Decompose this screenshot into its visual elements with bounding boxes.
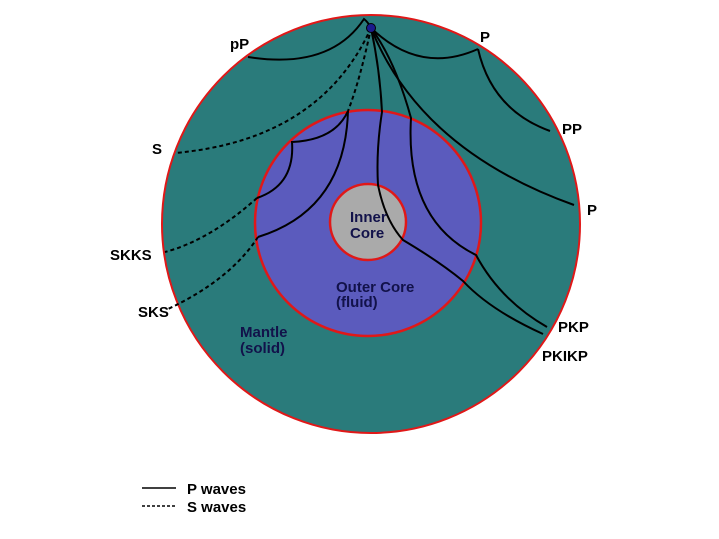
label-PP: PP: [562, 121, 582, 138]
earthquake-focus: [366, 23, 376, 33]
label-PKIKP: PKIKP: [542, 348, 588, 365]
outer-core-label-2: (fluid): [336, 294, 378, 311]
label-PKP: PKP: [558, 319, 589, 336]
label-SKS: SKS: [138, 304, 169, 321]
ray-SKS-core: [257, 110, 349, 238]
ray-PKP: [370, 27, 548, 328]
outer-core-label-1: Outer Core: [336, 279, 414, 296]
ray-SKKS-core: [256, 110, 349, 199]
ray-S-to-core: [347, 27, 372, 112]
ray-PKIKP: [370, 27, 544, 335]
label-P-side: P: [587, 202, 597, 219]
label-pP: pP: [230, 36, 249, 53]
inner-core-label-2: Core: [350, 225, 384, 242]
label-SKKS: SKKS: [110, 247, 152, 264]
inner-core-region: [328, 182, 408, 262]
ray-PP: [477, 48, 551, 132]
ray-P-side: [370, 27, 575, 206]
label-S: S: [152, 141, 162, 158]
ray-SKKS-mantle: [164, 197, 258, 253]
ray-S: [174, 27, 372, 154]
mantle-label-1: Mantle: [240, 324, 288, 341]
ray-P-top: [370, 27, 479, 60]
mantle-label-2: (solid): [240, 340, 285, 357]
label-P-top: P: [480, 29, 490, 46]
inner-core-label-1: Inner: [350, 209, 387, 226]
ray-SKS-mantle: [167, 236, 259, 310]
legend-s-waves: S waves: [187, 499, 246, 516]
legend-p-waves: P waves: [187, 481, 246, 498]
